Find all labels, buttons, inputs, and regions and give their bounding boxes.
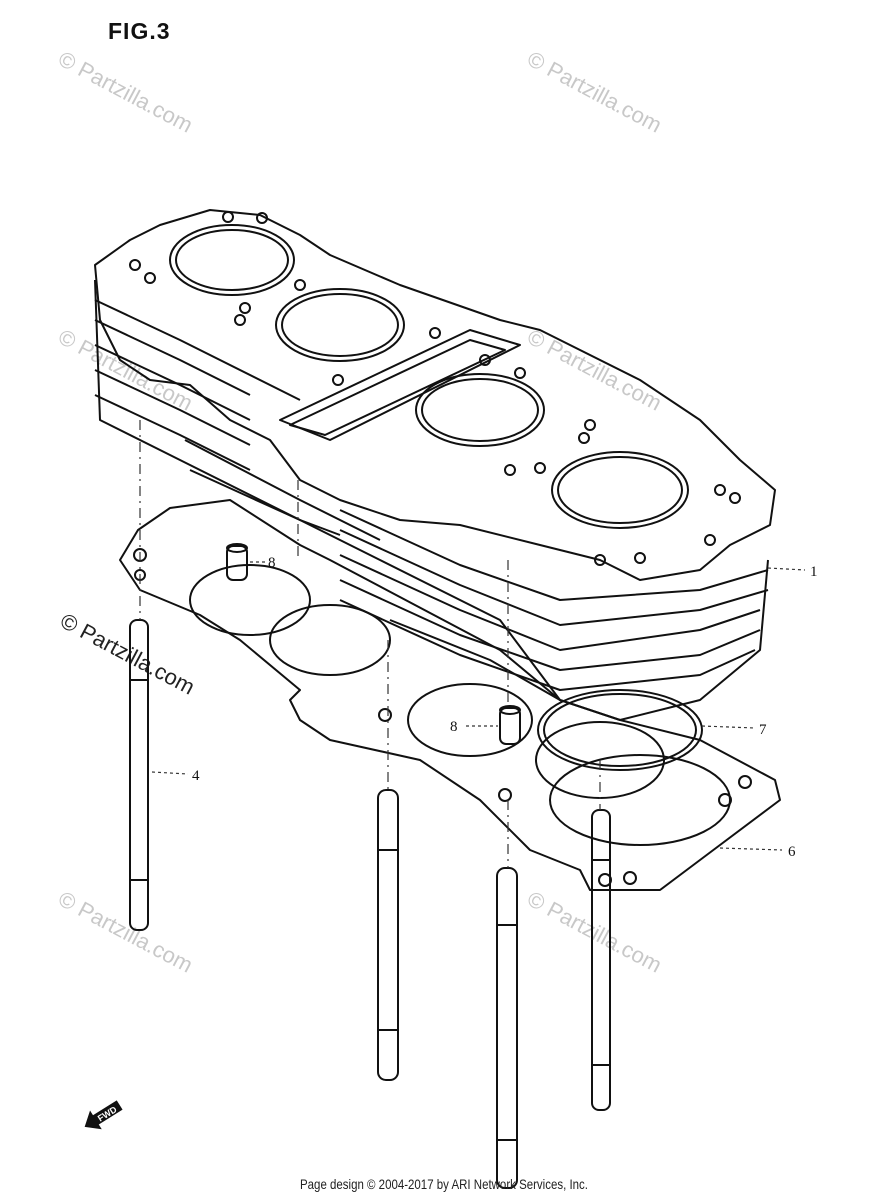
callout-6: 6 xyxy=(788,844,796,860)
callout-4: 4 xyxy=(192,768,200,784)
stud-bolt xyxy=(377,789,399,1081)
dowel-pin xyxy=(226,543,248,581)
cylinder-block xyxy=(94,209,776,721)
o-ring xyxy=(537,689,703,771)
figure-title: FIG.3 xyxy=(108,18,171,44)
callout-1: 1 xyxy=(810,564,818,580)
callout-7: 7 xyxy=(759,722,767,738)
page-footer: Page design © 2004-2017 by ARI Network S… xyxy=(300,1176,588,1192)
stud-bolt xyxy=(496,867,518,1189)
callout-8: 8 xyxy=(268,555,276,571)
forward-arrow-icon: FWD xyxy=(84,1100,123,1130)
dowel-pin xyxy=(499,705,521,745)
callout-8: 8 xyxy=(450,719,458,735)
stud-bolt xyxy=(129,619,149,931)
base-gasket xyxy=(119,499,781,891)
stud-bolt xyxy=(591,809,611,1111)
